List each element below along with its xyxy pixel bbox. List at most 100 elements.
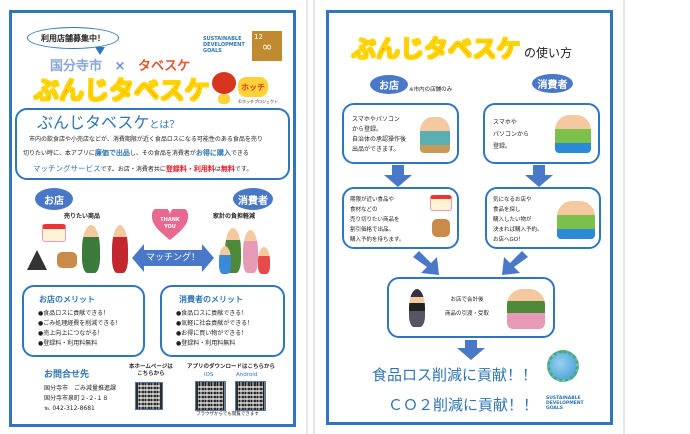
- line: 自治体の承認操作後: [352, 136, 407, 143]
- shop-label: お店: [35, 188, 73, 210]
- cake-illustration: [42, 224, 66, 242]
- page-separator: [313, 0, 315, 434]
- line: 食材などの: [350, 207, 378, 213]
- sdgs-logo: SUSTAINABLE DEVELOPMENT GOALS: [203, 36, 249, 54]
- step-text: スマホやパソコンから登録。: [493, 117, 529, 153]
- app-title: ぶんじタベスケ: [34, 76, 211, 105]
- line: 決まれば購入予約。: [493, 227, 543, 233]
- collab-header: 国分寺市 × タベスケ: [50, 59, 190, 74]
- heart-icon: [151, 206, 189, 240]
- line: 商品の引渡・受取: [445, 311, 490, 317]
- shop-label: お店: [370, 75, 408, 94]
- about-line-1: 市内の飲食店や小売店などが、消費期限が近く食品ロスになる可能性のある食品を売り: [29, 136, 263, 143]
- line: 気になるお店や: [493, 197, 532, 203]
- step-text: 期限が近い食品や食材などの売り切りたい商品を割引価格で出品。購入予約を待ちます。: [350, 195, 404, 245]
- usage-title-suffix: の使い方: [524, 46, 573, 60]
- line: お店で会計後: [450, 297, 484, 303]
- line: 出品ができます。: [352, 146, 400, 153]
- arrow-down-left-icon: [502, 251, 528, 275]
- family-with-laptop-illustration: [555, 115, 591, 153]
- text: し、その食品を消費者が: [129, 150, 196, 157]
- consumer-merits-title: 消費者のメリット: [179, 295, 243, 304]
- about-line-3: マッチングサービスです。お店・消費者共に登録料・利用料は無料です。: [33, 164, 252, 174]
- text: です。: [234, 166, 253, 173]
- contact-address: 国分寺市泉町２-２-１８: [44, 395, 109, 402]
- arrow-down-icon: [525, 165, 553, 187]
- ios-qr-code[interactable]: [195, 381, 226, 411]
- about-title-suffix: とは？: [149, 120, 180, 131]
- merit-item: ●登録料・利用料無料: [176, 340, 236, 347]
- onigiri-illustration: [27, 250, 47, 270]
- hotchi-logo: ホッチ: [238, 77, 268, 97]
- contact-info: 国分寺市 ごみ減量推進課 国分寺市泉町２-２-１８ ℡ 042-312-8681: [44, 384, 116, 414]
- text: 切りたい時に、本アプリに: [23, 150, 95, 157]
- browser-note: ブラウザからでも閲覧できます: [196, 412, 259, 417]
- highlight-text: お得に購入: [195, 149, 231, 157]
- step-text: お店で会計後商品の引渡・受取: [445, 293, 489, 321]
- contact-dept: 国分寺市 ごみ減量推進課: [44, 385, 117, 392]
- line: お店へGO！: [493, 237, 524, 243]
- recruit-speech-bubble: 利用店舗募集中！: [27, 27, 119, 49]
- family-boy-illustration: [219, 246, 231, 274]
- double-arrow-icon: [132, 244, 214, 272]
- thank-you-heart: THANK YOU: [151, 206, 189, 241]
- people-with-laptop-illustration: [420, 117, 450, 153]
- line: 登録。: [493, 143, 512, 150]
- matching-arrow: マッチング！: [132, 244, 214, 272]
- about-title: ぶんじタベスケとは？: [37, 114, 179, 135]
- merit-item: ●ごみ処理経費を削減できる！: [38, 320, 122, 327]
- bread-illustration: [57, 252, 77, 268]
- usage-title: ぶんじタベスケ: [351, 35, 521, 64]
- consumer-merits-box: 消費者のメリット ●食品ロスに貢献できる！ ●気軽に社会貢献ができる！ ●お得に…: [160, 285, 285, 357]
- cake-illustration: [430, 195, 452, 211]
- contact-title: お問合せ先: [44, 370, 90, 380]
- line: スマホやパソコン: [352, 116, 400, 123]
- line: 食品を探し: [493, 207, 521, 213]
- highlight-text: マッチングサービス: [33, 164, 101, 173]
- android-label: Android: [236, 372, 258, 378]
- bread-illustration: [432, 219, 450, 237]
- step-text: 気になるお店や食品を探し購入したい物が決まれば購入予約。お店へGO！: [493, 195, 543, 245]
- merit-item: ●登録料・利用料無料: [38, 340, 98, 347]
- consumer-step-1: スマホやパソコンから登録。: [483, 103, 600, 164]
- line: 購入したい物が: [493, 217, 532, 223]
- mascot-copyright: ©ホッチプロジェクト: [238, 99, 278, 104]
- sdg-goal-number: 12: [254, 33, 263, 41]
- text: は: [214, 166, 221, 173]
- shop-step-2: 期限が近い食品や食材などの売り切りたい商品を割引価格で出品。購入予約を待ちます。: [342, 187, 459, 249]
- line: 売り切りたい商品を: [350, 217, 400, 223]
- line: パソコンから: [493, 131, 530, 138]
- homepage-qr-code[interactable]: [135, 382, 163, 410]
- shop-caption: 売りたい商品: [64, 213, 101, 220]
- ios-label: iOS: [204, 372, 214, 378]
- about-title-main: ぶんじタベスケ: [37, 113, 150, 132]
- shop-note: ※市内の店舗のみ: [409, 87, 453, 93]
- merit-item: ●食品ロスに貢献できる！: [176, 310, 248, 317]
- food-loss-result: 食品ロス削減に貢献！！: [372, 366, 538, 384]
- android-qr-code[interactable]: [235, 381, 266, 411]
- merit-item: ●気軽に社会貢献ができる！: [176, 320, 254, 327]
- arrow-down-icon: [457, 340, 485, 360]
- highlight-text: 登録料・利用料: [165, 165, 215, 173]
- sdgs-logo: SUSTAINABLE DEVELOPMENT GOALS: [546, 396, 584, 411]
- merit-item: ●食品ロスに貢献できる！: [38, 310, 110, 317]
- merit-item: ●売上向上につながる！: [38, 330, 104, 337]
- speech-bubble-tail: [95, 47, 105, 55]
- cross-mark: ×: [114, 59, 126, 74]
- family-mother-illustration: [243, 230, 258, 273]
- step-text: スマホやパソコンから登録。自治体の承認操作後出品ができます。: [352, 115, 406, 155]
- contact-tel: ℡ 042-312-8681: [44, 405, 95, 412]
- consumer-label: 消費者: [233, 188, 273, 210]
- line: 期限が近い食品や: [350, 197, 395, 203]
- shop-merits-title: お店のメリット: [39, 295, 95, 304]
- line: スマホや: [493, 119, 517, 126]
- consumer-caption: 家計の負担軽減: [213, 213, 256, 220]
- tabesuke-logo: タベスケ: [137, 59, 191, 74]
- sdgs-logo-text: SUSTAINABLE DEVELOPMENT GOALS: [203, 36, 245, 54]
- text: こちらから: [137, 371, 165, 377]
- text: です。お店・消費者共に: [100, 166, 166, 173]
- shop-merits-list: ●食品ロスに貢献できる！ ●ごみ処理経費を削減できる！ ●売上向上につながる！ …: [38, 309, 121, 349]
- highlight-text: 廉価で出品: [94, 149, 130, 157]
- consumer-label: 消費者: [532, 74, 573, 93]
- about-line-2: 切りたい時に、本アプリに廉価で出品し、その食品を消費者がお得に購入できる: [23, 149, 249, 158]
